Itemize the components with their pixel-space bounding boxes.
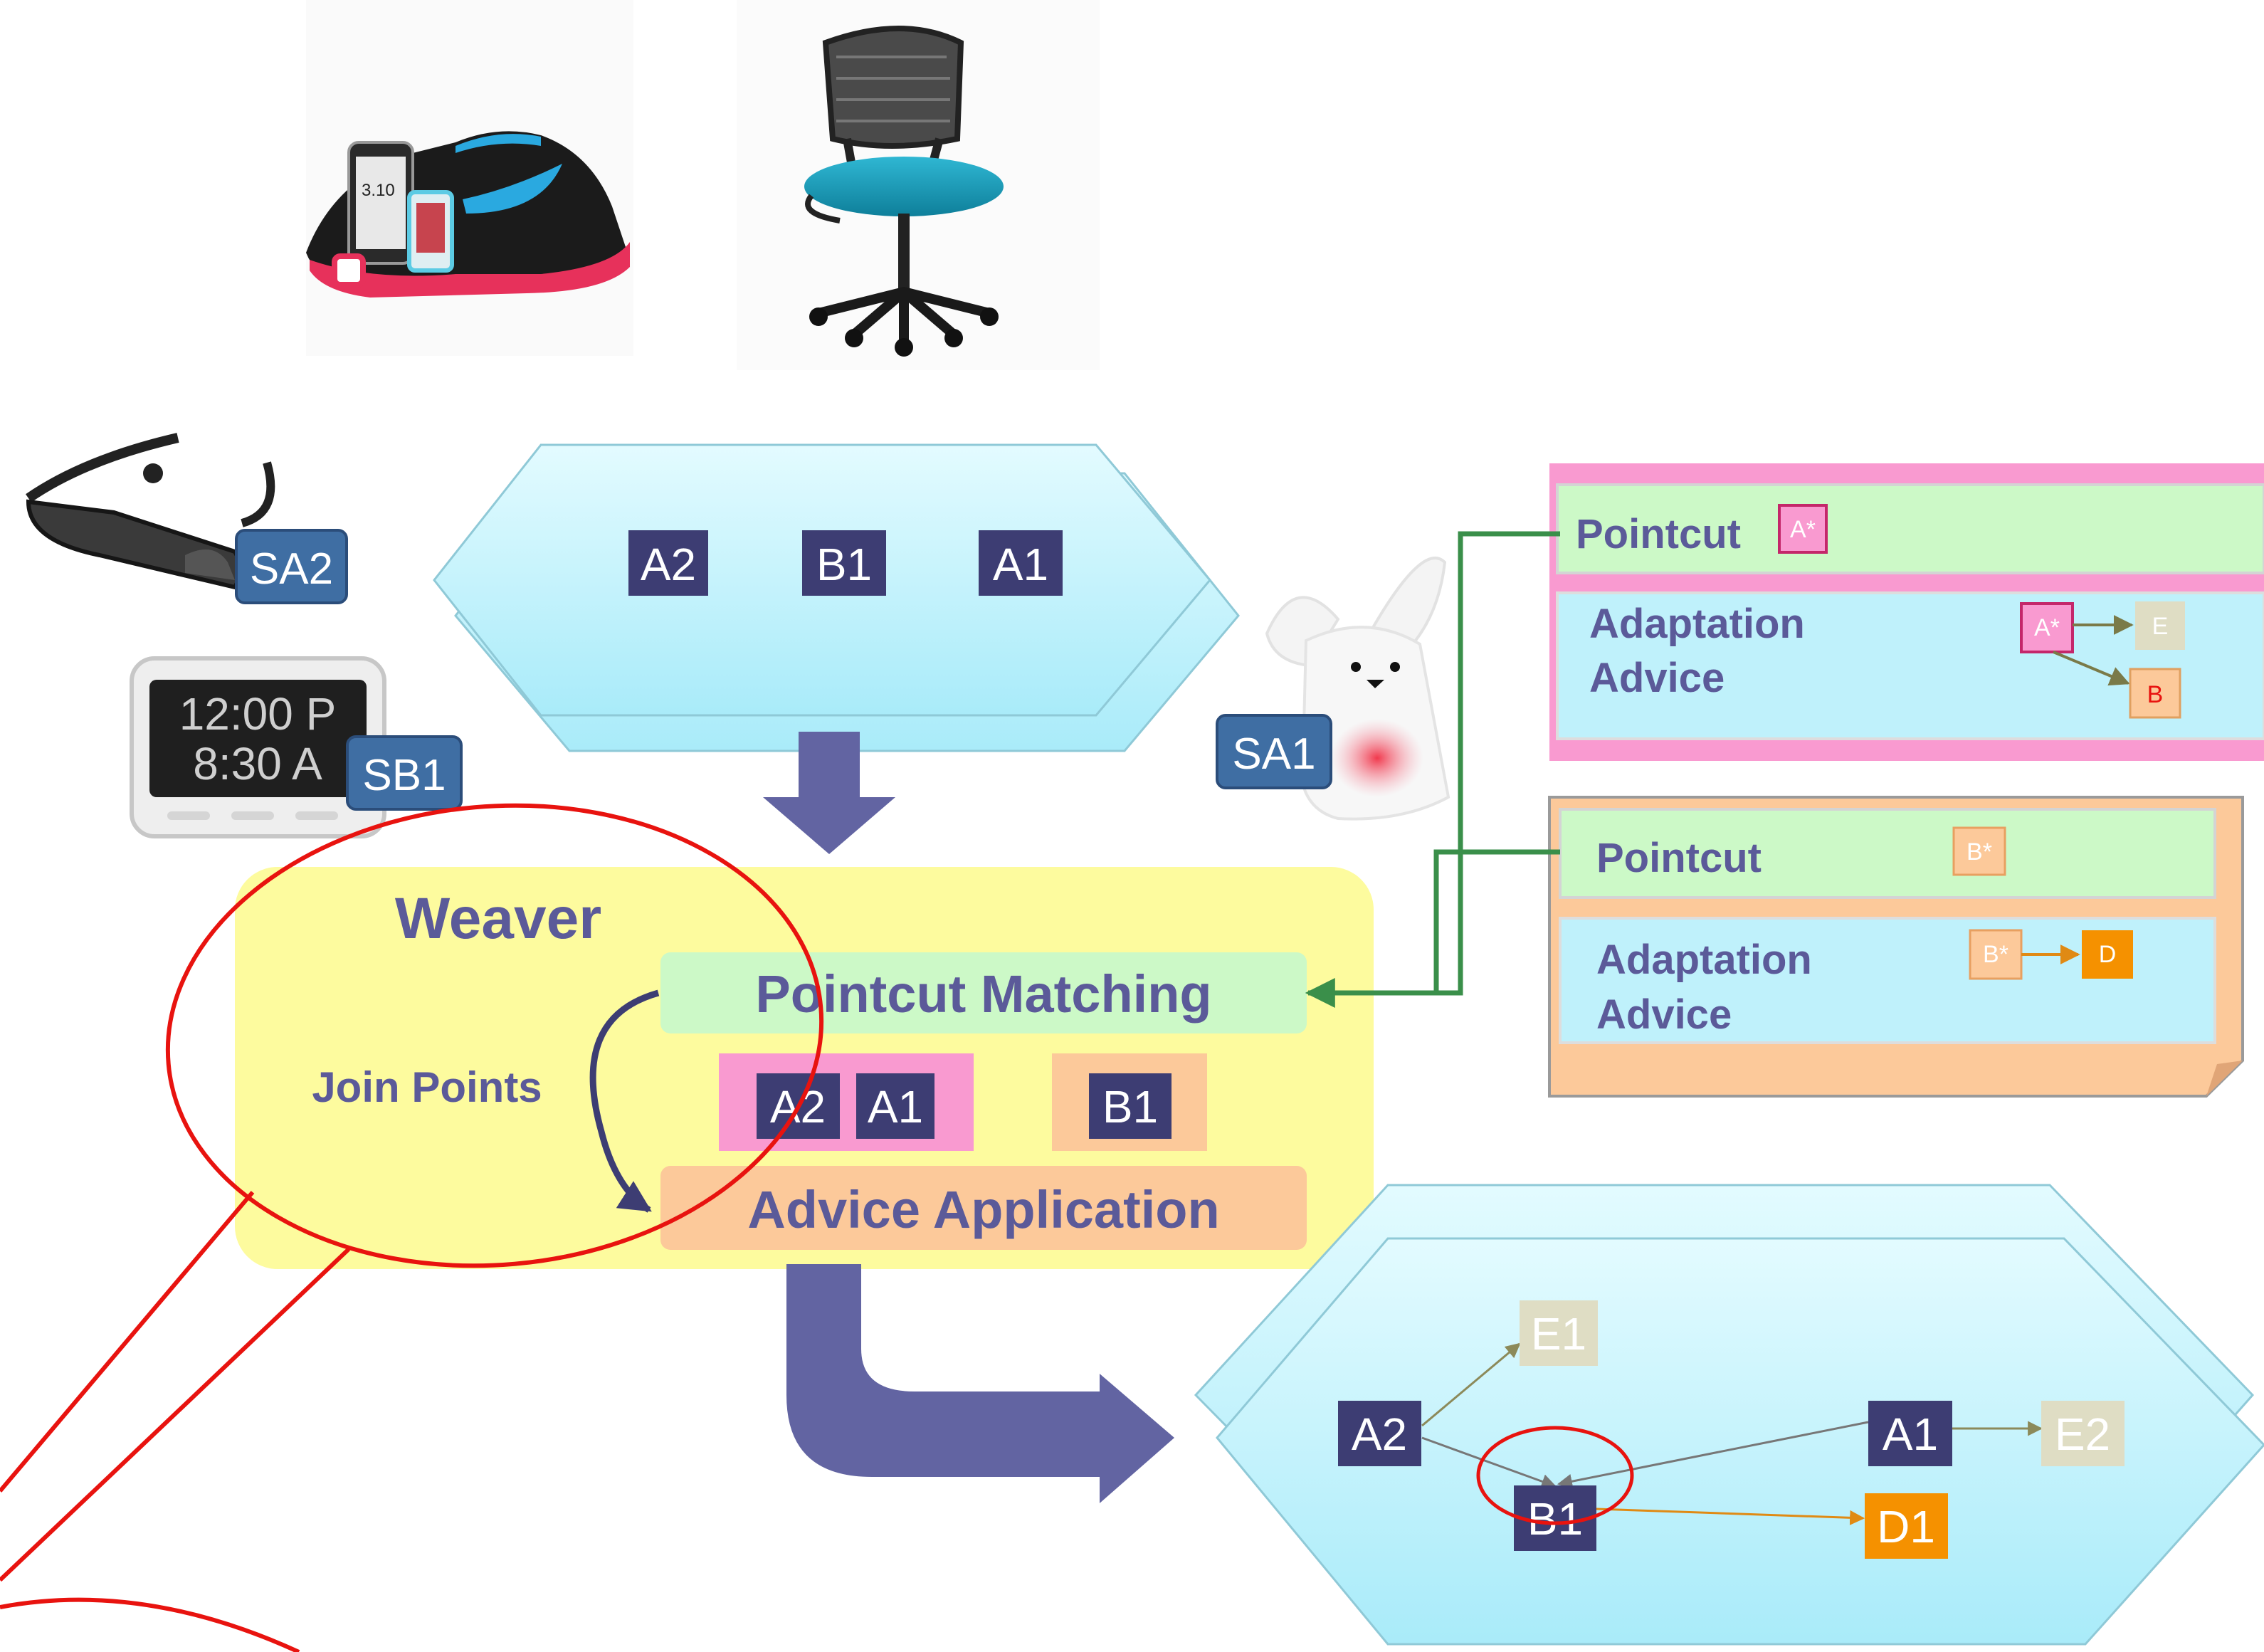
sensor-badge-sb1: SB1 bbox=[346, 735, 463, 811]
sensor-badge-sb1-label: SB1 bbox=[362, 751, 446, 800]
aspect-b-advice-target-d: D bbox=[2099, 941, 2117, 968]
weaver-to-output-arrow bbox=[786, 1264, 1174, 1503]
svg-text:Adaptation: Adaptation bbox=[1589, 601, 1805, 647]
svg-text:Pointcut: Pointcut bbox=[1596, 835, 1762, 881]
aspect-b-advice-from: B* bbox=[1983, 941, 2008, 968]
svg-text:Advice Application: Advice Application bbox=[747, 1180, 1219, 1239]
input-token-a1: A1 bbox=[979, 530, 1063, 596]
output-node-a2: A2 bbox=[1338, 1401, 1421, 1466]
pointcut-connectors bbox=[1305, 531, 1560, 1008]
output-node-b1: B1 bbox=[1514, 1485, 1596, 1551]
svg-text:D1: D1 bbox=[1877, 1501, 1935, 1552]
svg-text:Pointcut: Pointcut bbox=[1576, 511, 1741, 557]
output-node-a1: A1 bbox=[1868, 1401, 1952, 1466]
aspect-b-advice: Adaptation Advice B* D bbox=[1559, 917, 2216, 1044]
svg-text:A2: A2 bbox=[641, 539, 696, 590]
alarm-clock-illustration: 12:00 P 8:30 A bbox=[130, 656, 386, 838]
matched-token-a1: A1 bbox=[868, 1081, 923, 1132]
red-callout-b1 bbox=[1476, 1426, 1634, 1525]
output-node-e2: E2 bbox=[2041, 1401, 2125, 1466]
clock-time-top: 12:00 P bbox=[179, 688, 337, 740]
aspect-a-advice: Adaptation Advice A* E B bbox=[1556, 591, 2264, 740]
svg-text:A1: A1 bbox=[993, 539, 1048, 590]
weaver-panel: Weaver Join Points Pointcut Matching A2 … bbox=[235, 867, 1374, 1269]
svg-text:E1: E1 bbox=[1531, 1308, 1586, 1359]
svg-text:Advice: Advice bbox=[1596, 991, 1732, 1038]
advice-application-box: Advice Application bbox=[660, 1166, 1307, 1250]
weaver-cycle-arrow bbox=[589, 989, 660, 1213]
sensor-badge-sa1: SA1 bbox=[1216, 714, 1332, 789]
aspect-b-panel: Pointcut B* Adaptation Advice B* D bbox=[1548, 796, 2244, 1098]
aspect-a-advice-target-b: B bbox=[2147, 681, 2164, 708]
svg-text:Adaptation: Adaptation bbox=[1596, 937, 1812, 983]
input-context-hexagon: A2 B1 A1 bbox=[433, 443, 1240, 752]
shoe-and-music-player-illustration: 3.10 bbox=[306, 0, 633, 356]
aspect-a-advice-from: A* bbox=[2034, 614, 2060, 641]
svg-text:Pointcut Matching: Pointcut Matching bbox=[755, 964, 1211, 1024]
clock-time-bottom: 8:30 A bbox=[193, 738, 322, 789]
input-token-a2: A2 bbox=[628, 530, 708, 596]
sensor-badge-sa1-label: SA1 bbox=[1232, 730, 1315, 779]
matched-group-a: A2 A1 bbox=[719, 1053, 974, 1151]
matched-group-b: B1 bbox=[1052, 1053, 1207, 1151]
rabbit-device-illustration bbox=[1265, 557, 1450, 821]
aspect-b-pointcut: Pointcut B* bbox=[1559, 808, 2216, 899]
sensor-badge-sa2-label: SA2 bbox=[250, 544, 333, 594]
output-context-hexagon: A2 E1 A1 E2 B1 D1 bbox=[1194, 1184, 2264, 1646]
aspect-a-advice-target-e: E bbox=[2152, 613, 2169, 640]
weaver-title: Weaver bbox=[395, 886, 601, 951]
svg-text:B1: B1 bbox=[816, 539, 872, 590]
aspect-b-pointcut-pattern: B* bbox=[1966, 838, 1992, 866]
smart-glasses-illustration bbox=[26, 433, 275, 590]
aspect-a-pointcut: Pointcut A* bbox=[1556, 483, 2264, 574]
svg-text:A1: A1 bbox=[1883, 1409, 1938, 1460]
svg-text:A2: A2 bbox=[1352, 1409, 1407, 1460]
join-points-label: Join Points bbox=[312, 1063, 542, 1111]
input-token-b1: B1 bbox=[802, 530, 886, 596]
office-chair-illustration bbox=[737, 0, 1100, 370]
output-node-d1: D1 bbox=[1865, 1493, 1948, 1559]
svg-text:E2: E2 bbox=[2055, 1409, 2110, 1460]
red-callout-weaver bbox=[0, 803, 824, 1652]
phone-time-text: 3.10 bbox=[362, 181, 395, 200]
pointcut-matching-box: Pointcut Matching bbox=[660, 952, 1307, 1033]
input-to-weaver-arrow bbox=[763, 732, 895, 854]
aspect-a-pointcut-pattern: A* bbox=[1790, 516, 1816, 543]
svg-text:B1: B1 bbox=[1527, 1493, 1583, 1545]
sensor-badge-sa2: SA2 bbox=[235, 529, 348, 604]
aspect-a-panel: Pointcut A* Adaptation Advice A* E B bbox=[1549, 463, 2264, 761]
svg-text:Advice: Advice bbox=[1589, 655, 1725, 701]
matched-token-b1: B1 bbox=[1102, 1081, 1158, 1132]
output-node-e1: E1 bbox=[1520, 1300, 1598, 1366]
